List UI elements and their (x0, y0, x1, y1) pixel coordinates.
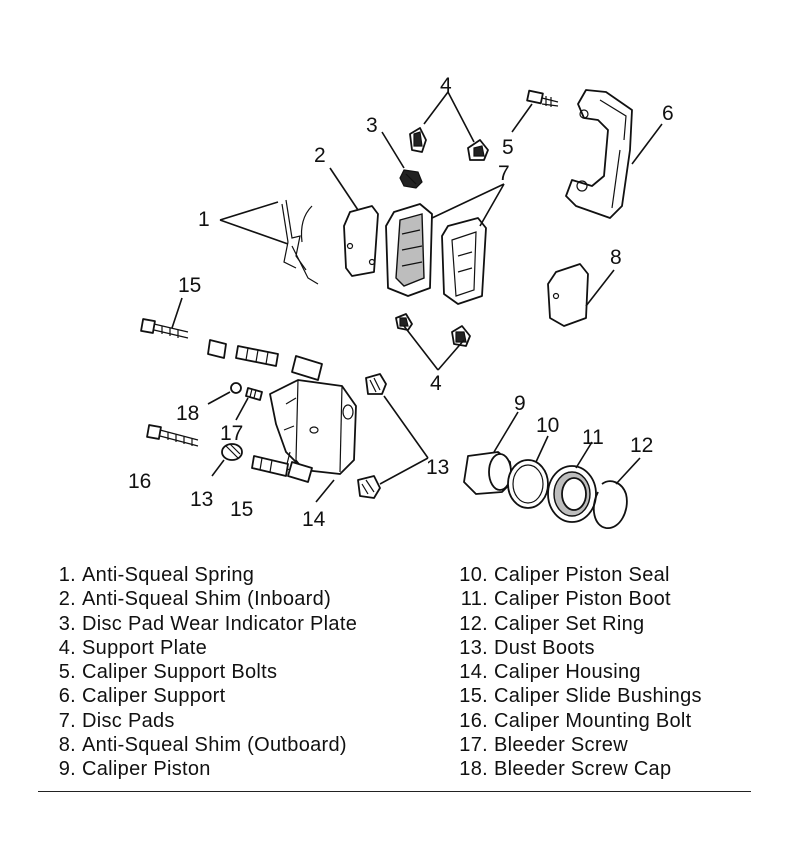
callout-18: 18 (176, 402, 199, 425)
callout-7: 7 (498, 162, 510, 185)
legend-item: 14.Caliper Housing (459, 661, 641, 684)
caliper-mounting-bolt-part (146, 424, 199, 447)
anti-squeal-spring-part (281, 199, 319, 285)
legend-left-column: 1.Anti-Squeal Spring 2.Anti-Squeal Shim … (48, 563, 357, 782)
outboard-shim-part (547, 263, 589, 327)
callout-15-lower: 15 (230, 498, 253, 521)
callout-6: 6 (662, 102, 674, 125)
callout-14: 14 (302, 508, 326, 531)
callout-13-left: 13 (190, 488, 213, 511)
legend-item: 16.Caliper Mounting Bolt (459, 709, 692, 732)
legend-item: 6.Caliper Support (58, 685, 226, 708)
legend-item: 10.Caliper Piston Seal (459, 564, 670, 586)
callout-9: 9 (514, 392, 526, 415)
callout-3: 3 (366, 114, 378, 137)
callout-5: 5 (502, 136, 514, 159)
caliper-set-ring-part (592, 480, 628, 529)
dust-boot-left-part (221, 443, 243, 461)
disc-pads-part (385, 203, 487, 305)
callout-12: 12 (630, 434, 653, 457)
lower-slide-bushing-part (251, 455, 313, 483)
callout-16: 16 (128, 470, 151, 493)
legend-item: 18.Bleeder Screw Cap (459, 758, 672, 781)
callout-10: 10 (536, 414, 559, 437)
callout-4-upper: 4 (440, 74, 452, 97)
bleeder-screw-part (245, 387, 263, 401)
legend-item: 11.Caliper Piston Boot (460, 588, 671, 611)
inboard-shim-part (343, 205, 379, 277)
callout-8: 8 (610, 246, 622, 269)
piston-seal-part (507, 459, 549, 509)
piston-boot-part (547, 465, 597, 523)
legend-item: 12.Caliper Set Ring (459, 612, 645, 635)
exploded-brake-caliper-diagram: 1 2 3 4 5 6 7 8 15 4 18 17 16 13 15 14 1… (128, 74, 674, 531)
legend-item: 5.Caliper Support Bolts (58, 661, 278, 684)
bottom-divider (38, 791, 751, 792)
legend-item: 9.Caliper Piston (58, 758, 211, 781)
caliper-housing-part (269, 379, 357, 477)
upper-slide-pin-part (140, 318, 323, 381)
callout-15-upper: 15 (178, 274, 201, 297)
callout-2: 2 (314, 144, 326, 167)
legend-item: 17.Bleeder Screw (459, 734, 628, 757)
callout-11: 11 (582, 426, 604, 449)
legend-item: 4.Support Plate (58, 636, 208, 659)
legend-item: 1.Anti-Squeal Spring (58, 564, 255, 586)
caliper-support-part (565, 89, 633, 219)
callout-labels: 1 2 3 4 5 6 7 8 15 4 18 17 16 13 15 14 1… (128, 74, 674, 531)
legend-item: 8.Anti-Squeal Shim (Outboard) (58, 734, 347, 757)
caliper-piston-part (463, 451, 513, 495)
legend-item: 13.Dust Boots (459, 636, 595, 659)
legend-item: 15.Caliper Slide Bushings (459, 685, 702, 708)
bleeder-screw-cap-part (230, 382, 242, 394)
leader-lines (171, 91, 663, 503)
callout-13-right: 13 (426, 456, 449, 479)
callout-4-lower: 4 (430, 372, 442, 395)
legend-item: 3.Disc Pad Wear Indicator Plate (58, 612, 358, 635)
legend-item: 2.Anti-Squeal Shim (Inboard) (58, 588, 332, 611)
caliper-support-bolt-part (526, 89, 559, 107)
support-plate-upper-part (409, 127, 489, 161)
wear-indicator-plate-part (399, 169, 423, 189)
legend-item: 7.Disc Pads (58, 709, 175, 732)
support-plate-lower-part (395, 313, 471, 347)
dust-boot-right-part (357, 373, 387, 499)
callout-17: 17 (220, 422, 243, 445)
callout-1: 1 (198, 208, 210, 231)
legend-right-column: 10.Caliper Piston Seal 11.Caliper Piston… (452, 563, 702, 782)
